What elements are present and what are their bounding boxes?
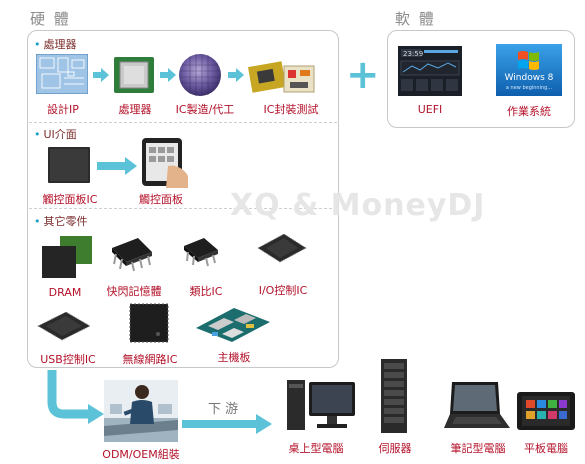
flash-memory-icon xyxy=(112,238,152,272)
design-ip-icon xyxy=(36,54,88,94)
label-design-ip: 設計IP xyxy=(47,103,79,116)
label-flash-memory: 快閃記憶體 xyxy=(106,285,162,298)
uefi-screen-icon: 23:59 xyxy=(398,46,462,96)
watermark: XQ & MoneyDJ xyxy=(230,188,486,223)
label-processor: 處理器 xyxy=(118,103,152,116)
arrow-icon xyxy=(97,157,137,175)
arrow-icon xyxy=(93,68,109,82)
label-laptop: 筆記型電腦 xyxy=(450,442,506,455)
odm-factory-icon xyxy=(104,380,178,442)
downstream-label: 下 游 xyxy=(208,402,239,417)
ic-package-board-icon xyxy=(248,61,315,93)
label-motherboard: 主機板 xyxy=(217,351,251,364)
down-arrow-icon xyxy=(47,370,104,424)
io-control-ic-icon xyxy=(257,233,307,263)
tablet-icon xyxy=(517,392,575,430)
windows-logo-icon xyxy=(496,44,562,96)
usb-control-ic-icon xyxy=(36,311,92,341)
processor-chip-icon xyxy=(114,57,154,93)
arrow-icon xyxy=(160,68,176,82)
section-title-other: •其它零件 xyxy=(34,215,88,228)
desktop-pc-icon xyxy=(287,380,355,430)
label-server: 伺服器 xyxy=(378,442,412,455)
arrow-icon xyxy=(228,68,244,82)
wireless-ic-icon xyxy=(129,303,169,343)
hardware-title: 硬 體 xyxy=(30,10,71,28)
svg-text:23:59: 23:59 xyxy=(403,50,423,58)
label-usb-control-ic: USB控制IC xyxy=(40,353,96,366)
server-icon xyxy=(381,359,407,433)
section-title-processor: •處理器 xyxy=(34,38,77,51)
label-uefi: UEFI xyxy=(417,103,443,116)
touch-panel-icon xyxy=(142,138,188,188)
windows8-text: Windows 8 xyxy=(504,73,554,83)
label-tablet: 平板電腦 xyxy=(524,442,568,455)
motherboard-icon xyxy=(196,308,270,342)
label-dram: DRAM xyxy=(48,286,82,299)
label-io-control-ic: I/O控制IC xyxy=(258,284,308,297)
dram-icon xyxy=(42,236,92,278)
label-desktop: 桌上型電腦 xyxy=(288,442,344,455)
plus-icon: + xyxy=(346,52,380,98)
label-odm-oem: ODM/OEM組裝 xyxy=(102,448,180,461)
section-title-ui: •UI介面 xyxy=(34,128,77,141)
software-title: 軟 體 xyxy=(395,10,436,28)
label-ic-packaging: IC封裝測試 xyxy=(263,103,319,116)
section-divider xyxy=(29,208,337,209)
wafer-icon xyxy=(179,54,221,96)
label-os: 作業系統 xyxy=(507,105,551,118)
label-touch-panel: 觸控面板 xyxy=(139,193,183,206)
label-wireless-ic: 無線網路IC xyxy=(122,353,178,366)
label-ic-fab: IC製造/代工 xyxy=(175,103,235,116)
touch-panel-ic-icon xyxy=(48,147,90,183)
downstream-arrow-icon xyxy=(182,414,272,434)
analog-ic-icon xyxy=(184,238,218,267)
label-analog-ic: 類比IC xyxy=(189,285,223,298)
section-divider xyxy=(29,122,337,123)
label-touch-panel-ic: 觸控面板IC xyxy=(42,193,98,206)
laptop-icon xyxy=(444,382,510,428)
windows8-subtext: a new beginning... xyxy=(505,85,553,91)
